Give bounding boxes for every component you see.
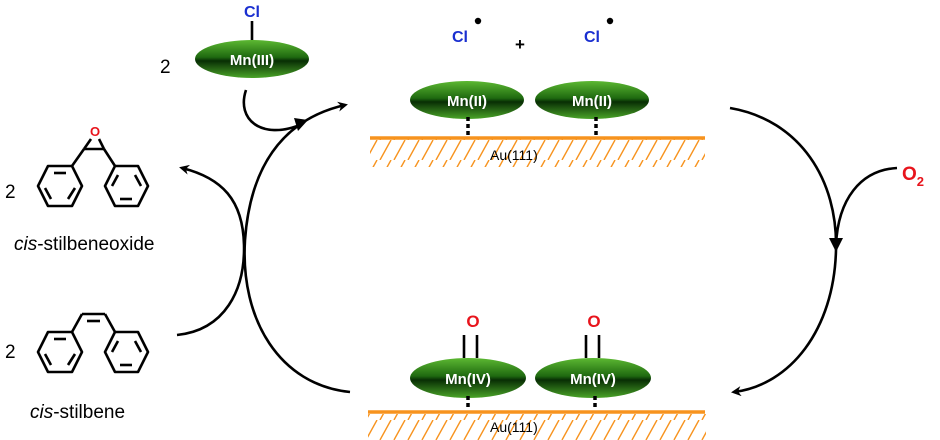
arrows xyxy=(176,89,898,397)
radical-dot-1 xyxy=(474,17,482,25)
arrowhead-merge xyxy=(829,238,843,252)
arrow-reduction-return xyxy=(243,101,351,394)
mn-iv-label-1: Mn(IV) xyxy=(445,371,491,388)
mn-ii-label-2: Mn(II) xyxy=(572,93,612,110)
radical-dot-2 xyxy=(606,17,614,25)
gold-substrate-hatch-bottom xyxy=(368,414,706,440)
plus-sign: + xyxy=(515,35,525,54)
o2-label: O2 xyxy=(902,164,924,189)
mn-iv-complex-1 xyxy=(410,358,526,398)
au-surface-label-top: Au(111) xyxy=(490,147,538,163)
arrow-o2-entry xyxy=(834,166,898,246)
mn-ii-complex-1 xyxy=(410,81,524,119)
mn-iii-label: Mn(III) xyxy=(230,52,274,69)
product-name: cis-stilbeneoxide xyxy=(14,234,154,255)
precursor-chlorine-label: Cl xyxy=(244,4,260,21)
product-group: 2 O cis-stilbeneoxide xyxy=(5,124,154,255)
au-surface-label-bottom: Au(111) xyxy=(490,419,538,435)
top-state-group: Cl + Cl Mn(II) Mn(II) Au(111) xyxy=(370,17,705,167)
mn-ii-complex-2 xyxy=(535,81,649,119)
chlorine-radical-2-label: Cl xyxy=(584,29,600,46)
mn-iv-complex-2 xyxy=(535,358,651,398)
arrow-substrate-to-product xyxy=(176,164,246,337)
oxo-1-label: O xyxy=(466,312,479,331)
mn-iii-complex xyxy=(195,40,309,78)
arrowhead-precursor xyxy=(294,118,308,131)
stilbeneoxide-structure xyxy=(36,138,150,208)
mn-iv-label-2: Mn(IV) xyxy=(570,371,616,388)
mn-ii-label-1: Mn(II) xyxy=(447,93,487,110)
product-coefficient: 2 xyxy=(5,182,16,203)
substrate-name: cis-stilbene xyxy=(30,402,125,423)
epoxide-oxygen-label: O xyxy=(90,124,100,139)
bottom-state-group: O O Mn(IV) Mn(IV) Au(111) xyxy=(368,312,706,440)
substrate-coefficient: 2 xyxy=(5,342,16,363)
precursor-coefficient: 2 xyxy=(160,57,171,78)
arrow-precursor-entry xyxy=(242,89,301,132)
oxo-2-label: O xyxy=(587,312,600,331)
chlorine-radical-1-label: Cl xyxy=(452,29,468,46)
gold-substrate-hatch xyxy=(370,139,705,167)
stilbene-structure xyxy=(36,312,150,374)
substrate-group: 2 cis-stilbene xyxy=(5,312,150,423)
precursor-group: 2 Cl Mn(III) xyxy=(160,4,309,78)
arrow-oxidation xyxy=(729,106,838,397)
oxygen-reagent: O2 xyxy=(902,164,924,189)
